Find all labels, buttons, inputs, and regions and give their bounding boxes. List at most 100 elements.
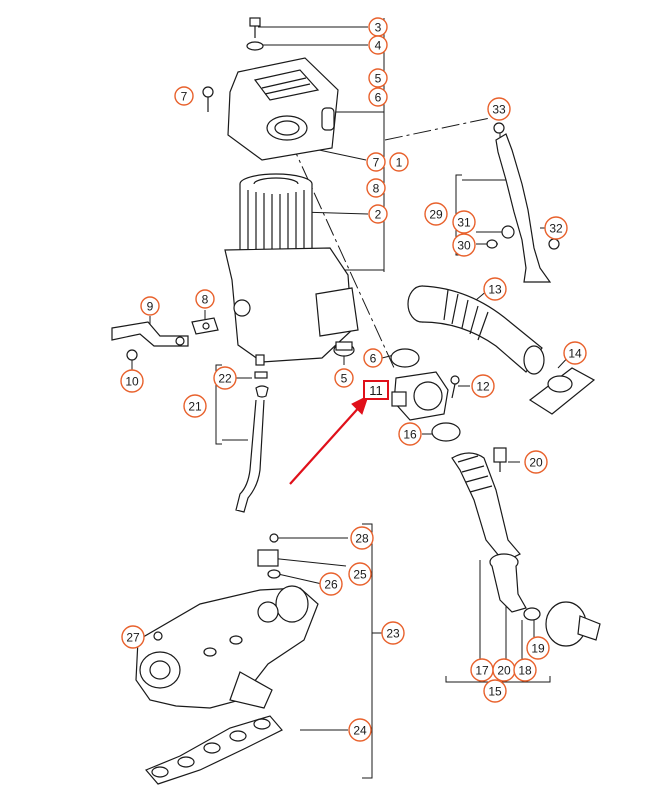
plug-5 xyxy=(333,341,355,357)
callout-ring xyxy=(544,216,568,240)
intake-hose-13 xyxy=(407,285,545,375)
callout-ring xyxy=(348,562,372,586)
callout-c21: 21 xyxy=(183,394,207,418)
clamp-16 xyxy=(431,422,461,442)
callout-ring xyxy=(452,210,476,234)
callout-ring xyxy=(368,87,388,107)
callout-c33: 33 xyxy=(487,97,511,121)
callout-c23: 23 xyxy=(381,621,405,645)
callout-ring xyxy=(366,152,386,172)
callout-c20b: 20 xyxy=(492,658,516,682)
callout-c1: 1 xyxy=(389,152,409,172)
callout-ring xyxy=(334,368,354,388)
callout-number: 33 xyxy=(492,103,506,117)
callout-c6b: 6 xyxy=(363,348,383,368)
callout-number: 9 xyxy=(147,300,154,314)
callout-c12: 12 xyxy=(471,374,495,398)
callout-c7b: 7 xyxy=(366,152,386,172)
callout-number: 6 xyxy=(375,91,382,105)
callout-c22: 22 xyxy=(213,366,237,390)
bracket-8 xyxy=(191,317,219,335)
throttle-11 xyxy=(391,371,449,421)
callout-ring xyxy=(398,422,422,446)
o-ring-6 xyxy=(390,348,420,368)
pipe-29 xyxy=(493,122,552,283)
callout-ring xyxy=(183,394,207,418)
callout-ring xyxy=(483,277,507,301)
callout-ring xyxy=(363,348,383,368)
callout-ring xyxy=(121,625,145,649)
callout-c31: 31 xyxy=(452,210,476,234)
callout-c7a: 7 xyxy=(174,86,194,106)
callout-ring xyxy=(368,204,388,224)
callout-c18: 18 xyxy=(513,658,537,682)
callout-number: 22 xyxy=(218,372,232,386)
bracket-9 xyxy=(111,321,189,361)
screw-12 xyxy=(450,375,460,399)
top-screw xyxy=(246,17,264,51)
air-filter-lid xyxy=(227,57,339,161)
callout-c8a: 8 xyxy=(366,178,386,198)
callout-number: 5 xyxy=(375,72,382,86)
callout-c14: 14 xyxy=(563,341,587,365)
callout-ring xyxy=(389,152,409,172)
callout-number: 7 xyxy=(181,90,188,104)
callout-ring xyxy=(526,636,550,660)
highlight-label: 11 xyxy=(369,383,383,398)
callout-number: 20 xyxy=(497,664,511,678)
callout-number: 26 xyxy=(324,578,338,592)
callout-c30: 30 xyxy=(452,233,476,257)
callout-number: 14 xyxy=(568,347,582,361)
callout-c6a: 6 xyxy=(368,87,388,107)
callout-c16: 16 xyxy=(398,422,422,446)
sensor-28 xyxy=(257,533,281,579)
callout-ring xyxy=(174,86,194,106)
callout-c8b: 8 xyxy=(195,289,215,309)
callout-number: 21 xyxy=(188,400,202,414)
callout-ring xyxy=(471,374,495,398)
callout-c28: 28 xyxy=(350,526,374,550)
callout-number: 24 xyxy=(353,724,367,738)
callout-c15: 15 xyxy=(483,679,507,703)
callout-ring xyxy=(513,658,537,682)
callout-number: 7 xyxy=(373,156,380,170)
callout-c26: 26 xyxy=(319,572,343,596)
highlight-arrow xyxy=(289,395,369,485)
callout-number: 8 xyxy=(373,182,380,196)
air-filter-housing xyxy=(224,247,359,366)
callout-c10: 10 xyxy=(120,369,144,393)
callout-ring xyxy=(195,289,215,309)
callout-c24: 24 xyxy=(348,718,372,742)
callout-number: 3 xyxy=(375,21,382,35)
callout-c3: 3 xyxy=(368,17,388,37)
callout-c20a: 20 xyxy=(524,450,548,474)
hose-15 xyxy=(451,452,521,563)
callout-c4: 4 xyxy=(368,35,388,55)
callout-number: 31 xyxy=(457,216,471,230)
callout-ring xyxy=(563,341,587,365)
adapter-14 xyxy=(528,367,596,415)
callout-c13: 13 xyxy=(483,277,507,301)
callout-number: 32 xyxy=(549,222,563,236)
intake-manifold-23 xyxy=(135,585,319,709)
callout-ring xyxy=(140,296,160,316)
callout-c5a: 5 xyxy=(368,68,388,88)
callout-c29: 29 xyxy=(424,202,448,226)
callout-number: 28 xyxy=(355,532,369,546)
callout-ring xyxy=(487,97,511,121)
callout-number: 15 xyxy=(488,685,502,699)
callout-ring xyxy=(350,526,374,550)
parts xyxy=(111,17,601,785)
callout-c19: 19 xyxy=(526,636,550,660)
callout-ring xyxy=(524,450,548,474)
callout-number: 5 xyxy=(341,372,348,386)
callout-number: 4 xyxy=(375,39,382,53)
callout-number: 29 xyxy=(429,208,443,222)
callout-ring xyxy=(348,718,372,742)
callout-ring xyxy=(368,68,388,88)
callout-number: 13 xyxy=(488,283,502,297)
pipe-17 xyxy=(489,553,527,613)
callout-c9: 9 xyxy=(140,296,160,316)
callout-c2: 2 xyxy=(368,204,388,224)
